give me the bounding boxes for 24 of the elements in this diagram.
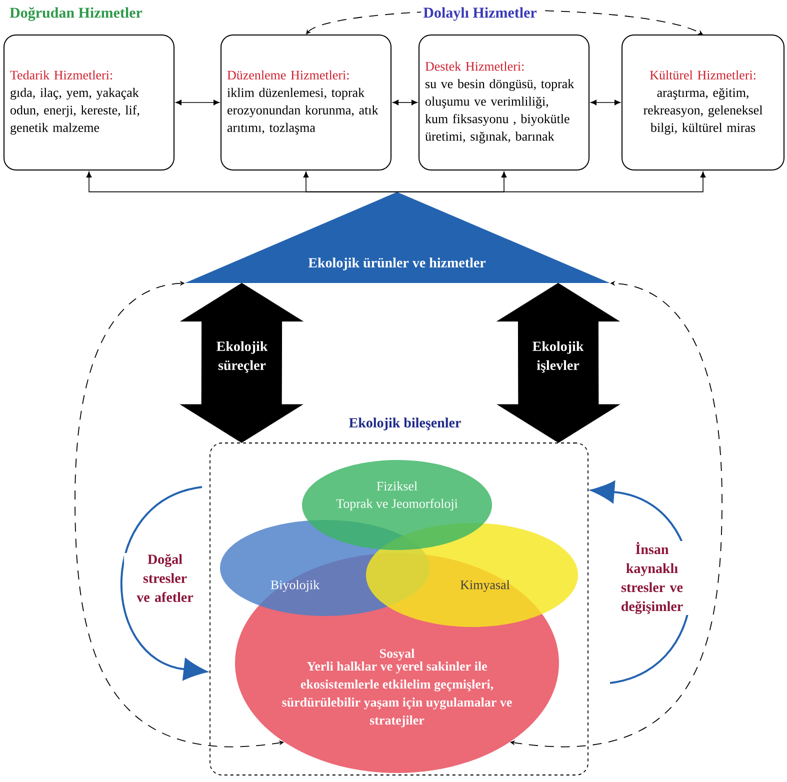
edge-label: Dolaylı Hizmetler (421, 5, 539, 23)
service-box: Düzenleme Hizmetleri: iklim düzenlemesi, toprak erozyonundan korunma, atık arıtımı, tozlaşma (220, 34, 392, 170)
node-label: Toprak ve Jeomorfoloji (336, 498, 458, 511)
service-box: Kültürel Hizmetleri: araştırma, eğitim, rekreasyon, geleneksel bilgi, kültürel miras (622, 34, 784, 170)
node-label: Biyolojik (270, 580, 320, 592)
heading: Doğrudan Hizmetler (10, 7, 142, 21)
double-arrow (590, 100, 620, 106)
double-arrow (392, 100, 418, 106)
node-label: Sosyal (380, 648, 414, 661)
edge-label: Ekolojik işlevler (522, 340, 594, 374)
arrow (397, 172, 706, 192)
edge-label: İnsan kaynaklı stresler ve değişimler (611, 540, 693, 616)
curved-arrow (120, 486, 208, 680)
double-arrow (176, 100, 220, 106)
service-box: Tedarik Hizmetleri: gıda, ilaç, yem, yakaçak odun, enerji, kereste, lif, genetik malzeme (4, 34, 174, 170)
node-label: Kimyasal (460, 580, 510, 592)
edge-label: Ekolojik süreçler (206, 340, 278, 374)
service-box: Destek Hizmetleri: su ve besin döngüsü, toprak oluşumu ve verimliliği, kum fiksasyonu , biyokütle üretimi, sığınak, barınak (418, 34, 590, 170)
box-heading: Ekolojik bileşenler (349, 418, 461, 430)
edge-label: Doğal stresler ve afetler (124, 553, 206, 603)
triangle-label: Ekolojik ürünler ve hizmetler (308, 258, 486, 270)
arrow (303, 172, 398, 192)
node-label: Fiziksel (376, 481, 418, 491)
node-label: Yerli halklar ve yerel sakinler ile ekosistemlerle etkilelim geçmişleri, sürdürülebilir yaşam için uygulamalar ve stratejiler (282, 662, 512, 728)
